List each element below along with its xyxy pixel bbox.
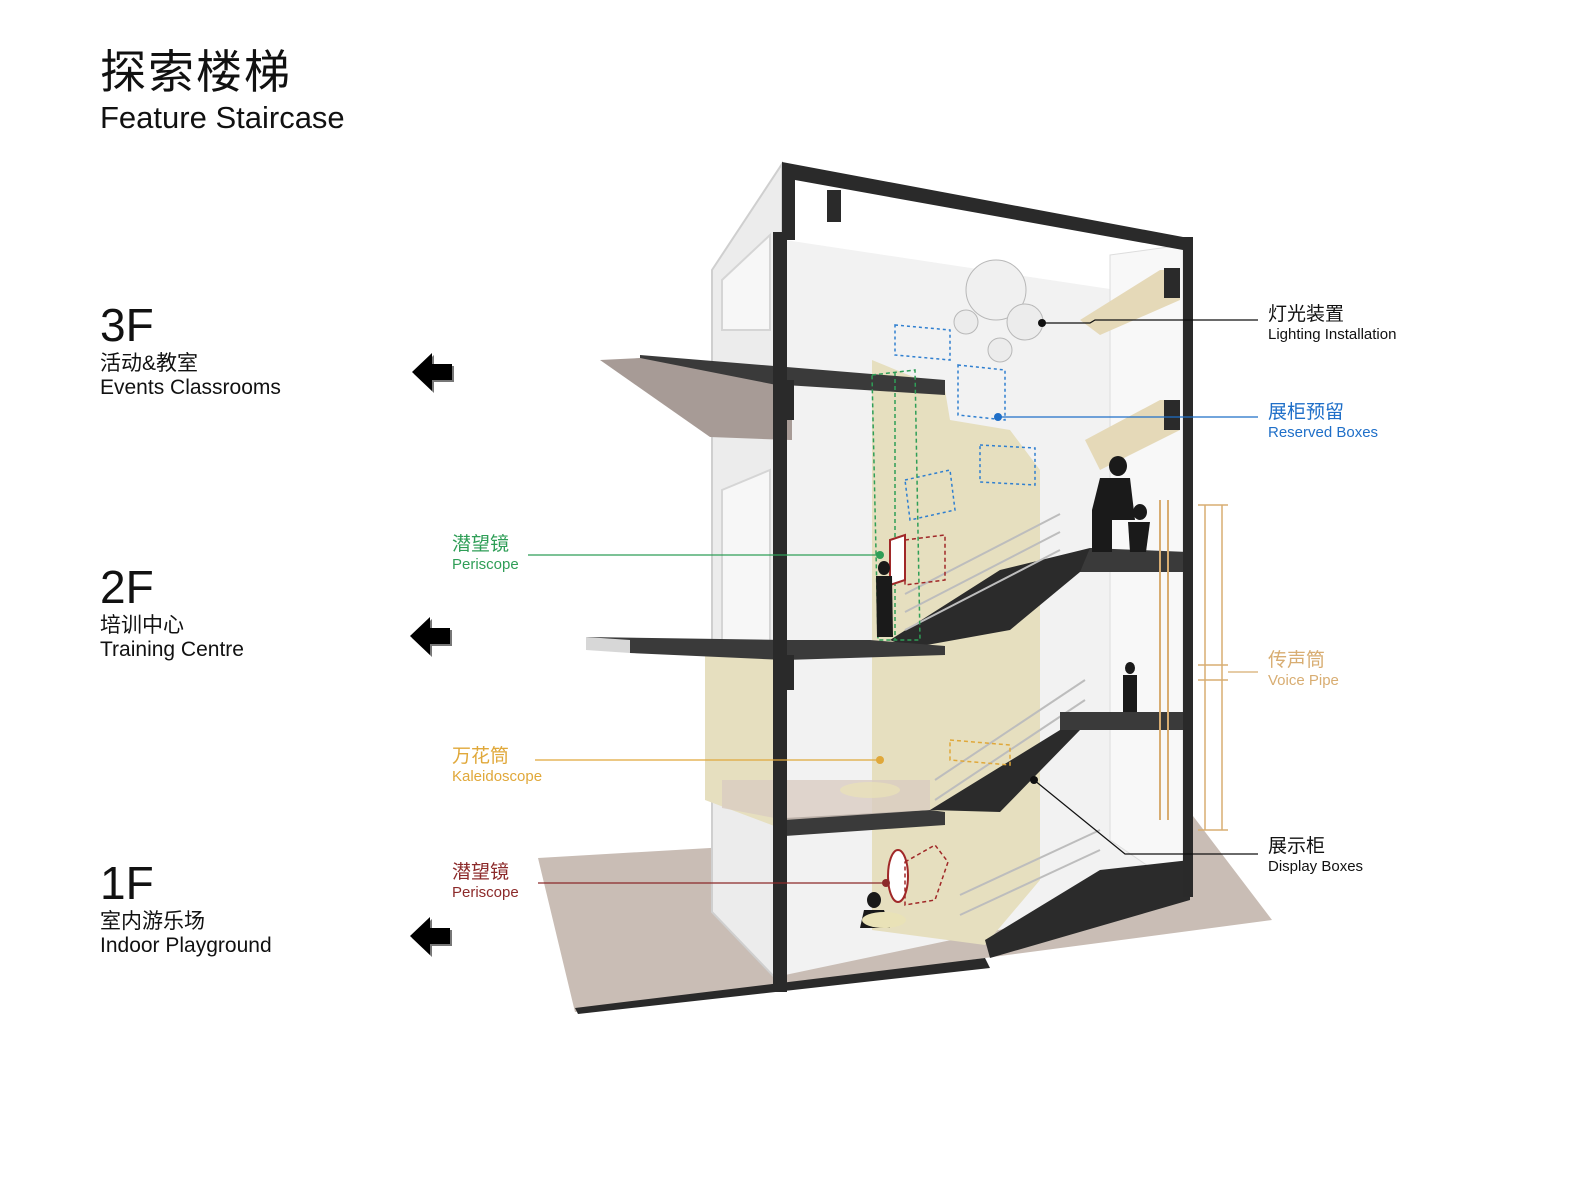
callout-label-cn: 潜望镜 [452, 862, 510, 883]
reserved-boxes [894, 324, 1036, 521]
callout-lighting-installation: 灯光装置 Lighting Installation [1268, 304, 1396, 344]
callout-voice-pipe: 传声筒 Voice Pipe [1268, 650, 1339, 690]
callout-label-en: Lighting Installation [1268, 326, 1397, 343]
floor-number: 2F [100, 561, 154, 613]
periscope-lower-shape [887, 533, 949, 906]
page-title-en: Feature Staircase [100, 100, 345, 135]
stair-flight-middle [930, 712, 1188, 812]
callout-label-en: Periscope [452, 556, 519, 573]
callout-label-en: Kaleidoscope [452, 768, 543, 785]
kaleidoscope-shape [949, 739, 1011, 766]
callout-label-cn: 万花筒 [452, 746, 510, 767]
lighting-installation [953, 259, 1044, 363]
building-frame-top [782, 162, 1183, 250]
arrow-left-icon [410, 617, 452, 657]
callout-periscope-lower: 潜望镜 Periscope [452, 862, 519, 902]
callout-display-boxes: 展示柜 Display Boxes [1268, 836, 1363, 876]
floor-label-3f: 3F 活动&教室 Events Classrooms [100, 300, 281, 400]
building-column-left [773, 232, 787, 992]
floor-name-cn: 培训中心 [100, 614, 184, 637]
floor-name-en: Events Classrooms [100, 376, 281, 399]
periscope-upper-shape [871, 369, 921, 641]
callout-periscope-upper: 潜望镜 Periscope [452, 534, 519, 574]
callout-label-en: Display Boxes [1268, 858, 1364, 875]
callout-label-cn: 展柜预留 [1268, 402, 1345, 423]
floor-number: 1F [100, 857, 154, 909]
slab-2f [586, 637, 945, 660]
callout-reserved-boxes: 展柜预留 Reserved Boxes [1268, 402, 1378, 442]
callout-label-cn: 潜望镜 [452, 534, 510, 555]
callout-kaleidoscope: 万花筒 Kaleidoscope [452, 746, 542, 786]
callout-label-cn: 传声筒 [1268, 650, 1326, 671]
floor-name-cn: 室内游乐场 [100, 910, 205, 933]
slab-3f [640, 355, 945, 398]
callout-label-en: Reserved Boxes [1268, 424, 1379, 441]
floor-label-2f: 2F 培训中心 Training Centre [100, 562, 244, 662]
floor-name-cn: 活动&教室 [100, 352, 199, 375]
callout-label-cn: 展示柜 [1268, 836, 1326, 857]
floor-name-en: Indoor Playground [100, 934, 272, 957]
page-title-cn: 探索楼梯 [100, 46, 292, 98]
voice-pipe-shape [1159, 500, 1169, 820]
arrow-left-icon [412, 353, 454, 393]
callout-label-en: Periscope [452, 884, 519, 901]
callout-label-cn: 灯光装置 [1268, 304, 1345, 325]
callout-label-en: Voice Pipe [1268, 672, 1339, 689]
arrow-left-icon [410, 917, 452, 957]
leader-lines [528, 319, 1258, 887]
floor-number: 3F [100, 299, 154, 351]
stair-flight-lower [985, 860, 1190, 958]
floor-label-1f: 1F 室内游乐场 Indoor Playground [100, 858, 272, 958]
building-column-right [1183, 237, 1193, 897]
floor-name-en: Training Centre [100, 638, 244, 661]
stair-flight-upper [890, 548, 1188, 648]
